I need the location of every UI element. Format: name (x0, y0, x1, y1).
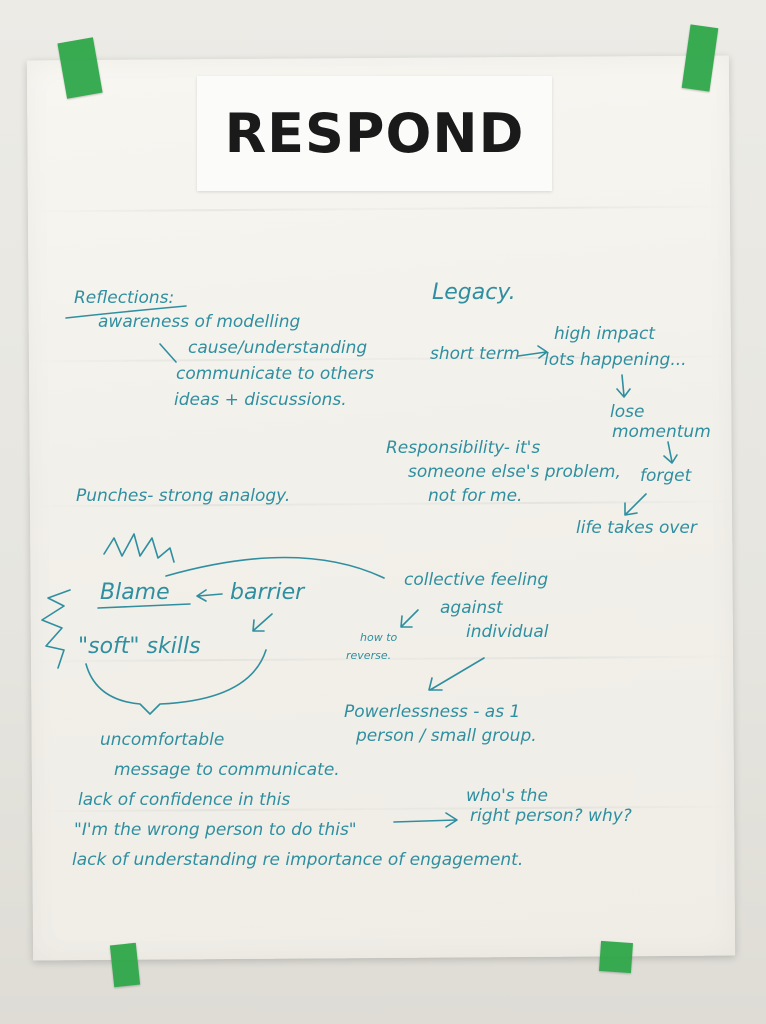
individual-text: individual (466, 622, 549, 642)
uncomfortable-text: uncomfortable (100, 730, 225, 750)
collective-text: collective feeling (404, 570, 549, 590)
arrow-short-term-to-impact (517, 345, 548, 359)
arrow-to-lose (616, 374, 631, 398)
reflections-underline (65, 305, 187, 319)
arrow-to-life (624, 493, 647, 516)
communicate-text: communicate to others (176, 364, 375, 384)
lots-happening-text: lots happening... (544, 350, 687, 370)
title-card: RESPOND (197, 76, 552, 191)
arrow-to-how-to (400, 609, 419, 628)
lose-text: lose (610, 402, 645, 422)
whos-the-text: who's the (466, 786, 548, 806)
how-to-text: how to (360, 631, 398, 644)
powerlessness-text: Powerlessness - as 1 (344, 702, 521, 722)
right-person-text: right person? why? (470, 806, 632, 826)
barrier-text: barrier (230, 580, 305, 605)
ideas-text: ideas + discussions. (174, 390, 347, 410)
person-group-text: person / small group. (356, 726, 537, 746)
soft-skills-curve (85, 649, 267, 715)
high-impact-text: high impact (554, 324, 655, 344)
soft-skills-text: "soft" skills (78, 634, 201, 659)
against-text: against (440, 598, 503, 618)
arc-collective-to-blame (165, 556, 385, 579)
arrow-to-forget (663, 441, 678, 464)
page-title: RESPOND (224, 102, 525, 165)
reflections-heading: Reflections: (74, 288, 175, 308)
awareness-pointer (159, 343, 177, 363)
punches-text: Punches- strong analogy. (76, 486, 291, 506)
blame-underline (97, 603, 191, 609)
wrong-person-text: "I'm the wrong person to do this" (74, 820, 357, 840)
arrow-barrier-to-soft (252, 613, 273, 632)
legacy-heading: Legacy. (432, 280, 516, 305)
reverse-text: reverse. (346, 649, 392, 662)
arrow-wrong-to-right (393, 812, 458, 828)
blame-text: Blame (100, 580, 170, 605)
message-text: message to communicate. (114, 760, 340, 780)
arrow-barrier-to-blame (196, 589, 223, 602)
forget-text: forget (640, 466, 692, 486)
blame-burst (41, 533, 175, 669)
cause-text: cause/understanding (188, 338, 368, 358)
short-term-text: short term (430, 344, 520, 364)
momentum-text: momentum (612, 422, 711, 442)
lack-understanding-text: lack of understanding re importance of e… (72, 850, 524, 870)
responsibility-text: Responsibility- it's (386, 438, 541, 458)
arrow-to-powerlessness (428, 657, 485, 691)
not-for-me-text: not for me. (428, 486, 523, 506)
awareness-text: awareness of modelling (98, 312, 301, 332)
lack-confidence-text: lack of confidence in this (78, 790, 291, 810)
someone-else-text: someone else's problem, (408, 462, 621, 482)
life-takes-over-text: life takes over (576, 518, 697, 538)
